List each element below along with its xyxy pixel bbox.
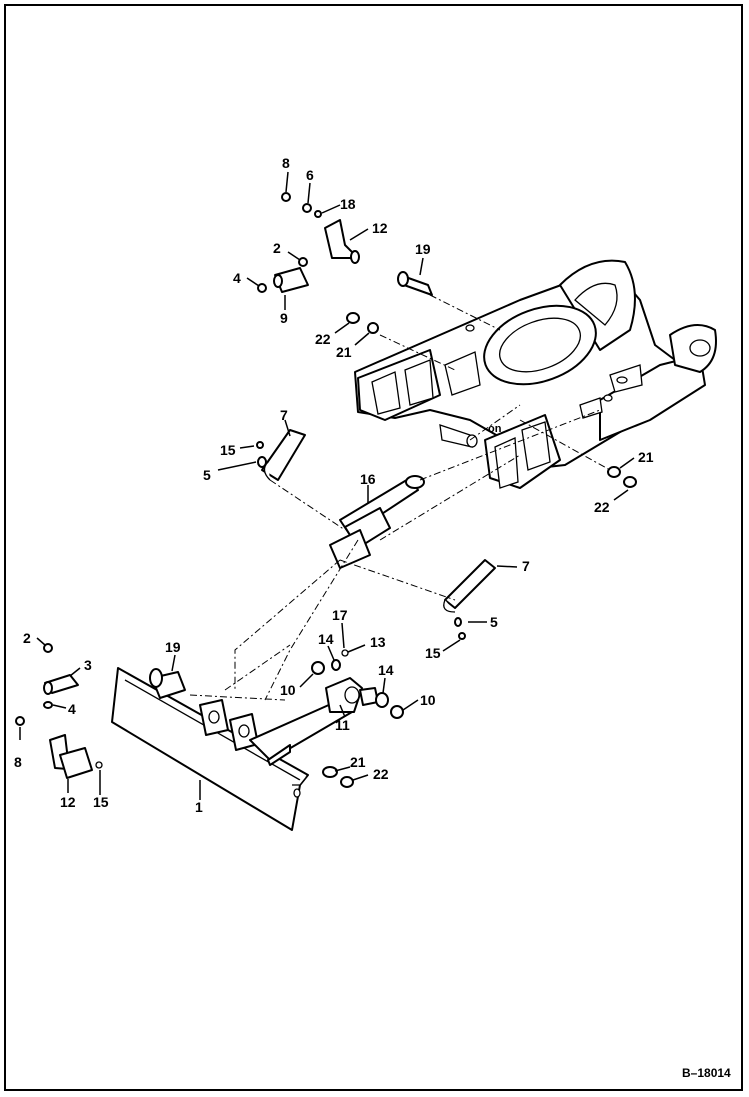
callout-5-left: 5: [203, 467, 211, 483]
callout-12-bottom: 12: [60, 794, 76, 810]
callout-15-left: 15: [220, 442, 236, 458]
callout-21-right: 21: [638, 449, 654, 465]
washers-lower: [322, 466, 637, 788]
drawing-frame: [4, 4, 743, 1091]
undercarriage-frame: on: [354, 259, 717, 489]
assembly-lines: [189, 294, 611, 701]
blade-cylinder: [329, 475, 425, 569]
callout-6: 6: [306, 167, 314, 183]
left-pins: [15, 643, 103, 779]
callout-7-right: 7: [522, 558, 530, 574]
frame-text-fragment: on: [488, 423, 502, 435]
callout-22-right: 22: [594, 499, 610, 515]
callout-15-right: 15: [425, 645, 441, 661]
cylinder-guards: [256, 429, 496, 640]
callout-2-top: 2: [273, 240, 281, 256]
callout-4-top: 4: [233, 270, 241, 286]
lift-arm-bracket: [311, 649, 404, 719]
callout-10-right: 10: [420, 692, 436, 708]
callout-21-bottom: 21: [350, 754, 366, 770]
callout-10-left: 10: [280, 682, 296, 698]
callout-4-bottom: 4: [68, 701, 76, 717]
callout-14-right: 14: [378, 662, 394, 678]
callout-12-top: 12: [372, 220, 388, 236]
callout-5-right: 5: [490, 614, 498, 630]
callout-7-left: 7: [280, 407, 288, 423]
callout-22-bottom: 22: [373, 766, 389, 782]
callout-9: 9: [280, 310, 288, 326]
callouts: 8 6 18 12 2 4 9 19 22 21 7 15 5 16 21 22…: [14, 155, 654, 815]
blade: [111, 667, 353, 831]
callout-15-bottom: 15: [93, 794, 109, 810]
callout-18: 18: [340, 196, 356, 212]
callout-19-bottom: 19: [165, 639, 181, 655]
pin-19-lower: [149, 668, 186, 699]
callout-14-left: 14: [318, 631, 334, 647]
callout-17: 17: [332, 607, 348, 623]
leader-lines: [19, 171, 635, 800]
callout-19-top: 19: [415, 241, 431, 257]
drawing-id: B–18014: [682, 1066, 731, 1080]
callout-21-top: 21: [336, 344, 352, 360]
callout-8-top: 8: [282, 155, 290, 171]
callout-1: 1: [195, 799, 203, 815]
callout-13: 13: [370, 634, 386, 650]
callout-11: 11: [335, 717, 350, 733]
upper-pins: [257, 192, 433, 334]
callout-3: 3: [84, 657, 92, 673]
callout-22-top: 22: [315, 331, 331, 347]
callout-2-bottom: 2: [23, 630, 31, 646]
callout-8-bottom: 8: [14, 754, 22, 770]
callout-16: 16: [360, 471, 376, 487]
